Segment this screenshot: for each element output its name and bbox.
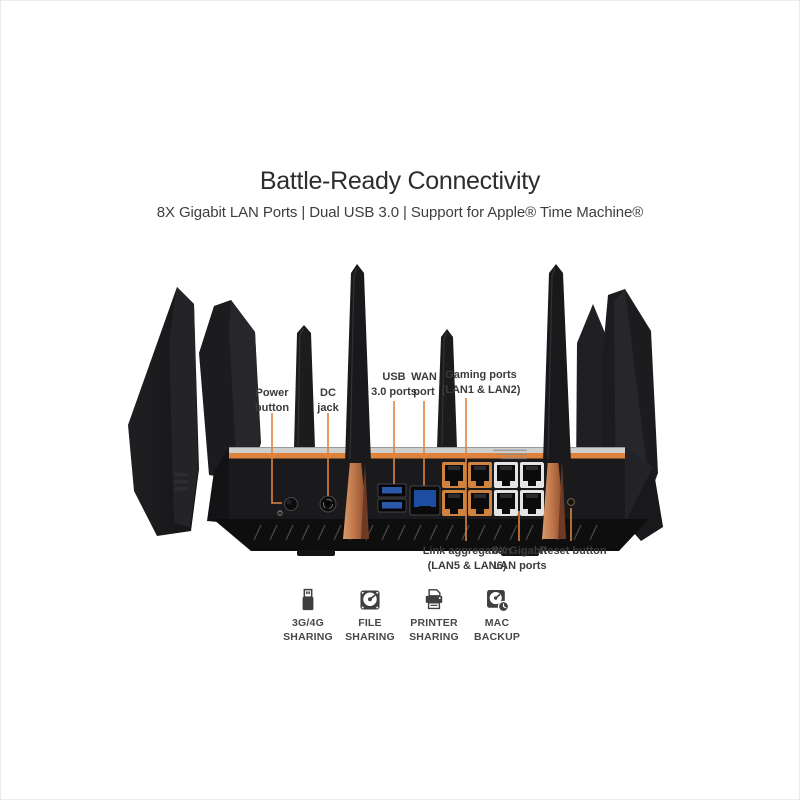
header: Battle-Ready Connectivity 8X Gigabit LAN…: [1, 167, 799, 221]
callout-reset-button: Reset button: [539, 545, 607, 557]
feature-3g4g-sharing: 3G/4G SHARING: [265, 587, 351, 644]
hard-drive-icon: [360, 590, 380, 610]
asus-emboss: [174, 473, 188, 491]
callout-dc-jack: DC jack: [317, 387, 339, 414]
feature-label: PRINTER SHARING: [409, 617, 459, 643]
page-subtitle: 8X Gigabit LAN Ports | Dual USB 3.0 | Su…: [156, 204, 644, 221]
feature-label: FILE SHARING: [345, 617, 395, 643]
callout-8x-gigabit-lan: 8X Gigabit LAN ports: [492, 545, 548, 572]
lan-ports: [442, 462, 544, 516]
lan-ports-orange: [442, 462, 492, 516]
usb-ports: [377, 483, 407, 513]
antenna-bases: [343, 459, 566, 539]
model-text-marks: [493, 449, 527, 460]
feature-label: 3G/4G SHARING: [283, 617, 333, 643]
dc-jack: [319, 495, 337, 513]
page-title: Battle-Ready Connectivity: [259, 167, 541, 195]
callout-gaming-ports: Gaming ports (LAN1 & LAN2): [441, 369, 521, 396]
printer-icon: [425, 589, 443, 610]
accent-stripe: [229, 447, 625, 459]
power-button: [277, 497, 298, 516]
wan-port: [409, 485, 441, 516]
callout-power-button: Power button: [254, 387, 290, 414]
reset-button: [567, 498, 575, 506]
usb-dongle-icon: [302, 588, 314, 611]
callout-wan-port: WAN port: [411, 371, 437, 398]
callout-link-aggregation: Link aggregation (LAN5 & LAN6): [422, 545, 512, 572]
callout-usb-ports: USB 3.0 ports: [371, 371, 417, 398]
antennas-front: [345, 264, 571, 463]
time-machine-backup-icon: [487, 590, 510, 613]
power-callout-line: [271, 413, 282, 504]
feature-printer-sharing: PRINTER SHARING: [391, 587, 477, 644]
heatsink-base: [213, 519, 649, 551]
feature-mac-backup: MAC BACKUP: [454, 587, 540, 644]
feature-label: MAC BACKUP: [473, 617, 521, 643]
feature-row: 3G/4G SHARING FILE SHARING PRINTER SHAR: [1, 587, 799, 647]
feature-file-sharing: FILE SHARING: [327, 587, 413, 644]
lan-ports-white: [494, 462, 544, 516]
